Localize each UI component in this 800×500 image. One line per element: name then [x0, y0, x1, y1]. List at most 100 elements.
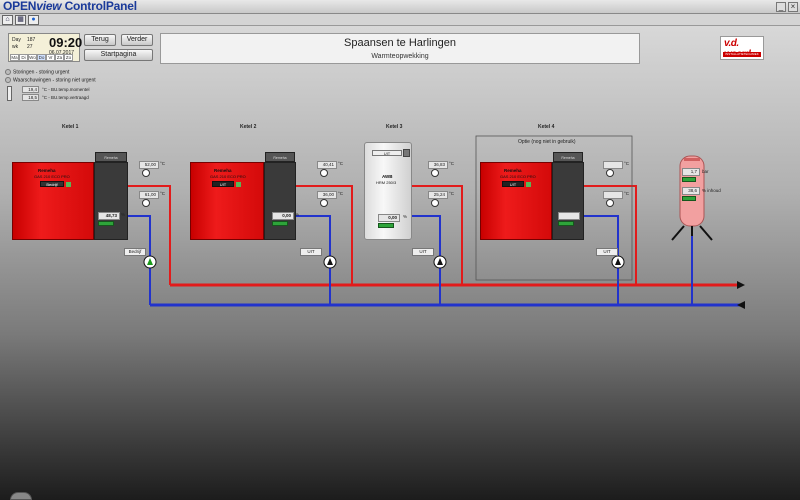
- supply-arrow-icon: [737, 281, 745, 289]
- ketel4-label: Ketel 4: [538, 124, 555, 130]
- alarm-indicator-icon: [5, 69, 11, 75]
- ketel4-supply-temp: [603, 161, 623, 169]
- buffer-content-unit: % inhoud: [702, 188, 721, 193]
- title-bar: OPENview ControlPanel _ ×: [0, 0, 800, 14]
- ketel1-pump-status: Bedrijf: [124, 248, 146, 256]
- k1-return-pipe: [128, 215, 151, 305]
- ketel3-brand: AWB: [382, 174, 393, 179]
- day-th[interactable]: Do: [37, 54, 46, 61]
- ketel2-brand: Remeha: [214, 168, 232, 173]
- day-tu[interactable]: Di: [19, 54, 28, 61]
- grid-icon[interactable]: ▦: [15, 15, 26, 25]
- day-value: 187: [27, 37, 36, 43]
- ketel2-modulation: 0,00: [272, 212, 294, 220]
- ketel4-top-panel: Remeha: [553, 152, 583, 162]
- scroll-up-handle[interactable]: [10, 492, 32, 500]
- app-title: OPENview ControlPanel: [3, 0, 137, 13]
- globe-icon[interactable]: ●: [28, 15, 39, 25]
- k1-supply-pipe: [128, 185, 171, 285]
- day-fr[interactable]: Vr: [46, 54, 55, 61]
- home-page-button[interactable]: Startpagina: [84, 49, 153, 61]
- week-value: 27: [27, 44, 33, 50]
- buffer-content: 38,6: [682, 187, 700, 195]
- legend-nonurgent: Waarschuwingen - storing niet urgent: [5, 77, 96, 83]
- ketel1-label: Ketel 1: [62, 124, 79, 130]
- ketel2-body: [190, 162, 264, 240]
- ketel4-modulation: [558, 212, 580, 220]
- day-mo[interactable]: Ma: [10, 54, 19, 61]
- ketel4-return-gauge-icon: [606, 199, 614, 207]
- ketel3-pump-status: UIT: [412, 248, 434, 256]
- week-label: wk: [12, 44, 19, 50]
- ketel2-run-indicator: [236, 182, 241, 187]
- ketel4-run-indicator: [526, 182, 531, 187]
- close-button[interactable]: ×: [788, 2, 798, 12]
- ketel3-status-box: UIT: [372, 150, 402, 156]
- ketel4-side-panel: [552, 162, 584, 240]
- ketel1-model: GAS 210 ECO PRO: [34, 174, 70, 179]
- ketel1-top-panel: Remeha: [95, 152, 127, 162]
- day-sa[interactable]: Za: [55, 54, 64, 61]
- back-button[interactable]: Terug: [84, 34, 116, 46]
- ketel2-supply-gauge-icon: [320, 169, 328, 177]
- ketel4-option-note: Optie (nog niet in gebruik): [518, 139, 576, 145]
- ketel1-return-gauge-icon: [142, 199, 150, 207]
- ketel2-side-panel: [264, 162, 296, 240]
- temp-delayed-label: °C - BU.temp.vertraagd: [42, 95, 89, 100]
- weekday-selector: Ma Di Wo Do Vr Za Zo: [10, 54, 73, 61]
- minimize-button[interactable]: _: [776, 2, 786, 12]
- ketel2-model: GAS 210 ECO PRO: [210, 174, 246, 179]
- ketel3-modulation: 0,00: [378, 214, 400, 222]
- k1-pump-icon: [143, 255, 157, 269]
- ketel4-status-box: UIT: [502, 181, 524, 187]
- ketel3-model: HRM 250/3: [376, 180, 397, 185]
- ketel4-body: [480, 162, 552, 240]
- clock-time: 09:20: [49, 35, 83, 50]
- piping-diagram: [128, 135, 745, 309]
- home-icon[interactable]: ⌂: [2, 15, 13, 25]
- ketel4-model: GAS 210 ECO PRO: [500, 174, 536, 179]
- ketel1-brand: Remeha: [38, 168, 56, 173]
- ketel1-supply-gauge-icon: [142, 169, 150, 177]
- k3-return-pipe: [412, 215, 441, 305]
- ketel3-body: [364, 142, 412, 240]
- temp-delayed-value: 18,5: [22, 94, 39, 101]
- thermometer-icon: [7, 86, 12, 101]
- k2-pump-icon: [323, 255, 337, 269]
- day-we[interactable]: Wo: [28, 54, 37, 61]
- ketel3-return-temp: 25,24: [428, 191, 448, 199]
- buffer-content-bar: [682, 196, 696, 201]
- ketel2-top-panel: Remeha: [265, 152, 295, 162]
- ketel3-supply-temp: 36,83: [428, 161, 448, 169]
- forward-button[interactable]: Verder: [121, 34, 153, 46]
- ketel1-modulation-bar: [98, 221, 114, 226]
- day-su[interactable]: Zo: [64, 54, 73, 61]
- clock-panel: Day 187 wk 27 09:20 06.07.2017 Ma Di Wo …: [8, 33, 83, 62]
- toolbar: ⌂ ▦ ●: [0, 14, 800, 26]
- temp-actual-value: 19,4: [22, 86, 39, 93]
- ketel4-supply-gauge-icon: [606, 169, 614, 177]
- warning-indicator-icon: [5, 77, 11, 83]
- ketel3-display-icon: [403, 149, 410, 157]
- header-panel: Spaansen te Harlingen Warmteopwekking: [160, 33, 640, 64]
- buffer-pressure-unit: bar: [702, 169, 709, 174]
- ketel4-pump-status: UIT: [596, 248, 618, 256]
- ketel2-supply-temp: 40,41: [317, 161, 337, 169]
- buffer-pressure: 1,7: [682, 168, 700, 176]
- ketel3-modulation-bar: [378, 223, 394, 228]
- ketel3-supply-gauge-icon: [431, 169, 439, 177]
- buffer-pressure-bar: [682, 177, 696, 182]
- ketel1-supply-temp: 52,00: [139, 161, 159, 169]
- ketel4-option-frame: [475, 135, 633, 281]
- k4-pump-icon: [611, 255, 625, 269]
- ketel2-modulation-bar: [272, 221, 288, 226]
- page-title: Spaansen te Harlingen: [344, 37, 456, 49]
- legend-urgent: Storingen - storing urgent: [5, 69, 69, 75]
- k3-pump-icon: [433, 255, 447, 269]
- ketel1-body: [12, 162, 94, 240]
- ketel2-status-box: UIT: [212, 181, 234, 187]
- ketel2-return-gauge-icon: [320, 199, 328, 207]
- ketel4-return-temp: [603, 191, 623, 199]
- ketel4-modulation-bar: [558, 221, 574, 226]
- day-label: Day: [12, 37, 21, 43]
